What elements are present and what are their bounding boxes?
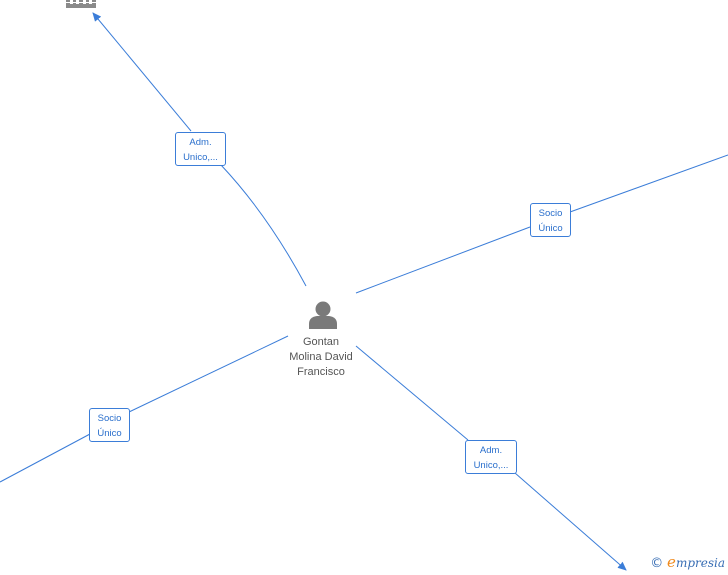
edge-label-adm-top[interactable]: Adm. Unico,... [175,132,226,166]
edge-line-adm-bottom [355,345,469,441]
edge-line-socio-right [355,226,531,294]
edge-line-adm-bottom-tail [514,472,627,571]
person-name-line: Francisco [297,366,345,378]
edge-label-adm-bottom[interactable]: Adm. Unico,... [465,440,517,474]
copyright-symbol: © [650,556,664,571]
empresia-watermark: © empresia [650,553,725,571]
person-name[interactable]: Gontan Molina David Francisco [271,335,371,380]
edge-label-socio-right[interactable]: Socio Único [530,203,571,237]
edge-line-adm-top [220,164,307,287]
edge-line-socio-right-tail [569,154,728,213]
person-name-line: Gontan [302,336,340,348]
edge-line-adm-top-tail [92,12,192,132]
edge-label-line: Adm. [479,445,503,456]
edge-label-socio-left[interactable]: Socio Único [89,408,130,442]
edge-label-line: Unico,... [473,460,509,471]
building-icon[interactable] [66,0,96,8]
brand-logo-e: e [667,553,676,571]
person-icon[interactable] [309,301,337,330]
edge-label-line: Adm. [189,137,212,148]
person-name-line: Molina David [289,351,353,363]
edge-line-socio-left [128,335,289,413]
edge-label-line: Único [97,428,122,439]
edge-line-socio-left-tail [0,433,91,483]
edge-label-line: Unico,... [183,152,218,163]
edge-label-line: Socio [97,413,122,424]
edge-label-line: Socio [538,208,563,219]
brand-logo-rest: mpresia [675,556,725,570]
edge-label-line: Único [538,223,563,234]
